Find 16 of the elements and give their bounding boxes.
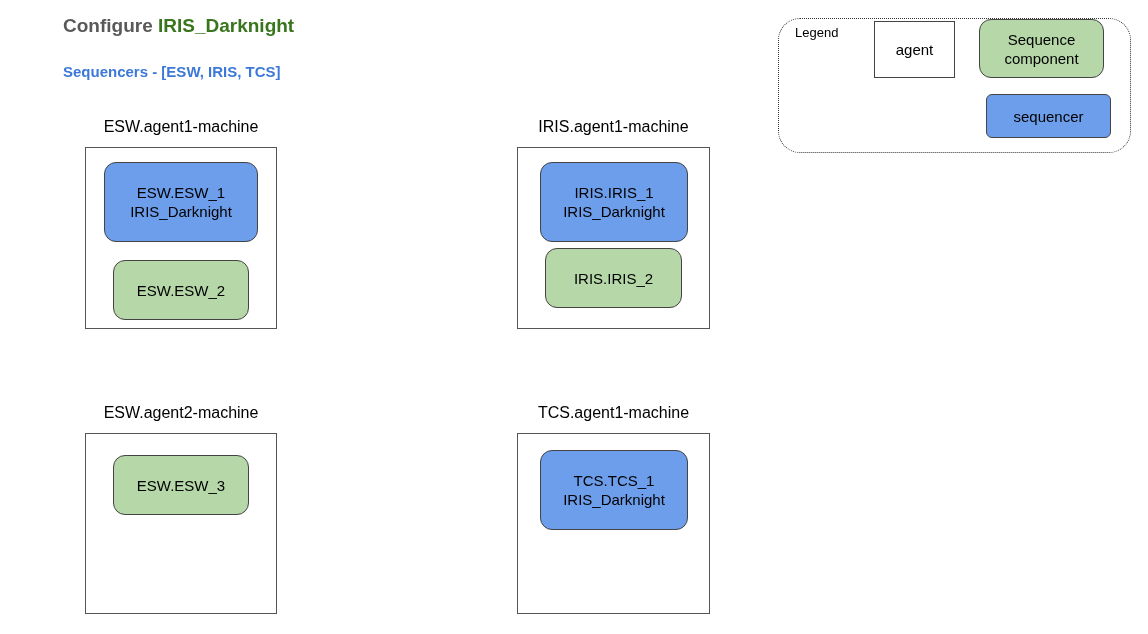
sequencer-box: ESW.ESW_1 IRIS_Darknight	[104, 162, 258, 242]
legend-key: agent	[874, 21, 955, 78]
machine-label: ESW.agent1-machine	[102, 118, 260, 136]
sequencer-box: IRIS.IRIS_1 IRIS_Darknight	[540, 162, 688, 242]
sequencers-note: Sequencers - [ESW, IRIS, TCS]	[63, 63, 281, 80]
diagram-title: Configure IRIS_Darknight	[63, 15, 295, 37]
machine-label: IRIS.agent1-machine	[537, 118, 690, 136]
sequencer-box: TCS.TCS_1 IRIS_Darknight	[540, 450, 688, 530]
legend-title: Legend	[795, 25, 839, 40]
machine-label: ESW.agent2-machine	[102, 404, 260, 422]
sequence-component-box: ESW.ESW_3	[113, 455, 249, 515]
legend-key: sequencer	[986, 94, 1111, 138]
sequence-component-box: ESW.ESW_2	[113, 260, 249, 320]
legend-key: Sequence component	[979, 19, 1104, 78]
sequence-component-box: IRIS.IRIS_2	[545, 248, 682, 308]
machine-label: TCS.agent1-machine	[536, 404, 691, 422]
